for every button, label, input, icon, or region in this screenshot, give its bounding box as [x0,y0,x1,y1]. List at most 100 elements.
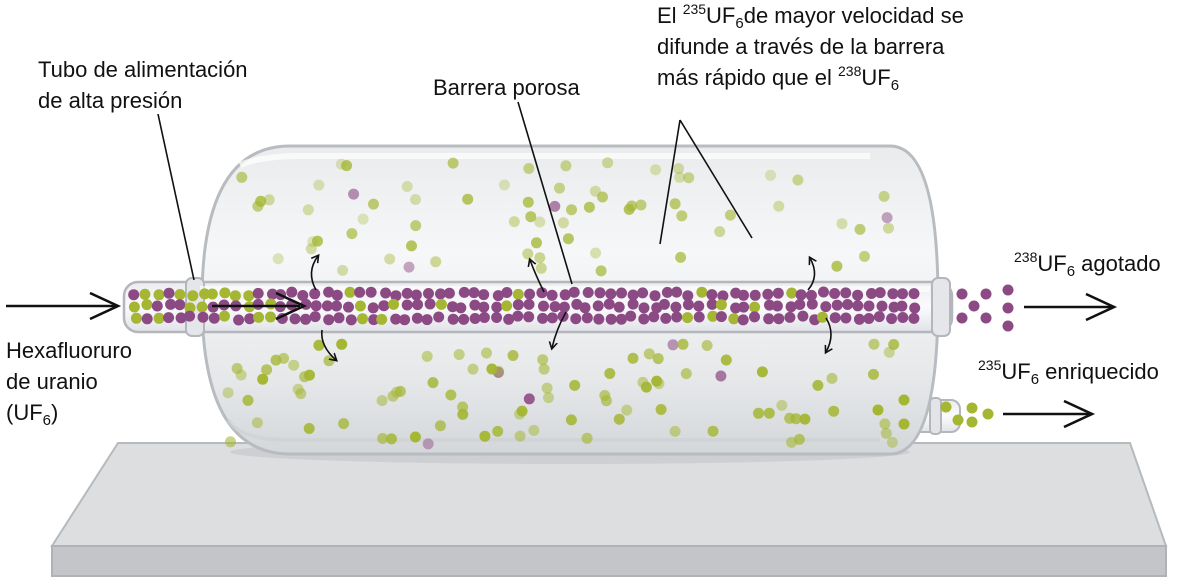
light-molecule [522,196,534,208]
light-molecule [756,366,768,378]
heavy-molecule [570,313,582,325]
exit-molecules [872,284,1014,430]
light-molecule [522,248,534,260]
light-molecule [272,253,284,265]
light-molecule [430,256,442,268]
light-molecule [265,298,277,310]
feed-tube-leader [157,113,195,281]
light-molecule [130,312,142,324]
light-molecule [883,222,894,234]
light-molecule [335,158,347,170]
light-molecule [261,364,273,376]
heavy-molecule [876,300,888,312]
heavy-molecule [536,287,548,299]
heavy-molecule [478,289,490,301]
heavy-molecule [128,289,140,301]
light-molecule [341,160,353,172]
heavy-molecule [615,313,627,325]
light-molecule [650,164,662,176]
light-molecule [243,290,255,302]
heavy-molecule [184,310,196,322]
light-molecule [357,213,369,225]
heavy-molecule [1002,284,1014,296]
heavy-molecule [706,289,718,301]
feed-tube-label-line2: de alta presión [38,88,183,113]
heavy-molecule [909,302,921,314]
heavy-molecule [749,289,761,301]
heavy-molecule [151,300,163,312]
light-molecule [883,346,895,358]
light-molecule [799,413,811,425]
heavy-molecule [737,314,749,326]
heavy-molecule [401,287,413,299]
light-molecule [623,203,635,215]
heavy-molecule [863,313,875,324]
heavy-molecule [638,302,650,314]
heavy-molecule [797,310,809,322]
light-molecule [753,407,764,419]
heavy-molecule [852,300,864,312]
heavy-molecule [549,301,561,313]
light-molecule [879,418,891,430]
heavy-molecule [345,314,357,326]
heavy-molecule [738,289,749,301]
light-molecule [516,405,528,417]
light-molecule [888,339,900,350]
heavy-molecule [866,288,877,299]
heavy-molecule [380,287,392,299]
heavy-molecule [593,313,605,325]
light-molecule [376,395,388,407]
heavy-molecule [435,288,446,300]
heavy-molecule [512,310,524,322]
fast-label-line1: El 235UF6de mayor velocidad se [657,1,964,32]
heavy-molecule [503,313,515,325]
light-molecule [569,379,581,391]
light-molecule [368,198,379,210]
light-molecule [589,185,601,197]
heavy-molecule [818,286,829,298]
light-molecule [313,339,325,351]
light-molecule [312,235,323,247]
light-molecule [715,299,727,311]
heavy-molecule [197,311,209,323]
light-molecule [872,404,884,416]
heavy-molecule [469,299,481,311]
light-molecule [229,290,241,302]
heavy-molecule [424,298,436,310]
diffusion-arrows [310,256,831,360]
light-molecule [434,420,446,432]
heavy-molecule [365,286,377,298]
light-molecule [562,233,574,245]
heavy-molecule [208,312,220,324]
light-molecule [878,190,890,202]
light-molecule [675,251,687,263]
heavy-molecule [421,314,433,326]
light-molecule [199,288,211,300]
light-molecule [225,436,236,448]
light-molecule [348,188,360,200]
light-molecule [447,157,459,169]
light-molecule [696,286,708,298]
heavy-molecule [233,314,245,326]
light-molecule [253,311,265,323]
heavy-molecule [897,312,909,323]
light-molecule [786,287,798,299]
heavy-molecule [568,286,580,298]
light-molecule [683,172,695,184]
heavy-molecule [252,287,264,299]
heavy-molecule [297,290,309,301]
base-platform [50,442,1168,577]
heavy-molecule [368,314,380,326]
light-molecule [481,347,492,359]
light-molecule [128,301,140,313]
heavy-molecule [174,299,186,311]
heavy-molecule [715,311,727,323]
heavy-molecule [579,302,591,314]
heavy-molecule [244,313,256,325]
heavy-molecule [706,298,718,310]
heavy-molecule [649,290,661,302]
heavy-molecule [163,287,175,299]
heavy-molecule [523,311,535,323]
light-molecule [523,163,535,174]
heavy-molecule [594,287,606,299]
